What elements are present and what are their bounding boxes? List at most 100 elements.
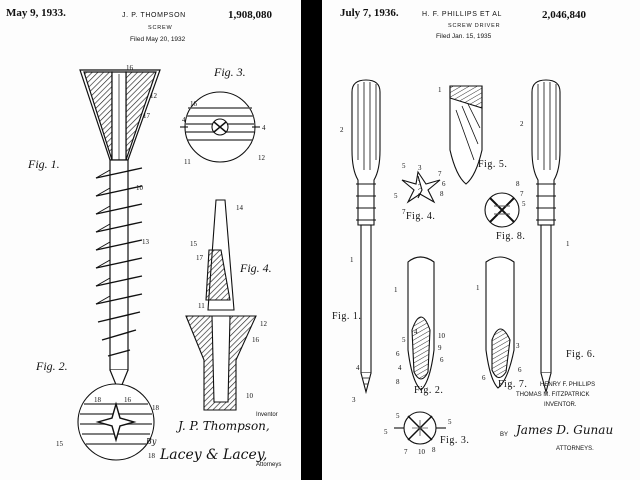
svg-text:12: 12 [260,320,268,328]
svg-text:1: 1 [476,284,480,292]
svg-text:13: 13 [142,238,150,246]
patent-date: May 9, 1933. [6,7,66,19]
svg-text:4: 4 [398,364,402,372]
svg-text:16: 16 [252,336,260,344]
figure-label-2: Fig. 2. [36,359,68,373]
screwdriver-fig6: 2 1 [520,79,570,395]
figure-label-5: Fig. 5. [478,159,508,170]
svg-text:11: 11 [184,158,191,166]
svg-text:5: 5 [448,418,452,426]
by-label: By [146,437,157,446]
screw-fig3-top-view: 16 4 4 11 12 [180,91,266,166]
patent-sheet-phillips: July 7, 1936. H. F. PHILLIPS ET AL 2,046… [322,0,640,480]
svg-text:2: 2 [520,120,524,128]
svg-text:1: 1 [350,256,354,264]
svg-text:6: 6 [442,180,446,188]
patent-subject: SCREW DRIVER [448,23,501,29]
svg-text:12: 12 [258,154,266,162]
attorneys-label: ATTORNEYS. [556,446,594,452]
svg-text:1: 1 [566,240,570,248]
patent-inventor: H. F. PHILLIPS ET AL [422,11,502,18]
svg-text:17: 17 [143,112,151,120]
svg-text:8: 8 [396,378,400,386]
svg-text:3: 3 [516,342,520,350]
svg-text:14: 14 [236,204,244,212]
svg-text:4: 4 [182,116,186,124]
patent-filed-date: Filed May 20, 1932 [130,36,186,43]
figure-label-3: Fig. 3. [214,65,246,79]
svg-text:11: 11 [198,302,205,310]
svg-text:6: 6 [396,350,400,358]
svg-text:18: 18 [94,396,102,404]
by-label: BY [500,432,509,438]
inventor-name-2: THOMAS M. FITZPATRICK [516,392,590,398]
patent-inventor: J. P. THOMPSON [122,12,186,19]
figure-label-1: Fig. 1. [332,311,362,322]
svg-text:1: 1 [438,86,442,94]
svg-text:7: 7 [404,448,408,456]
svg-text:16: 16 [124,396,132,404]
attorneys-label: Attorneys [256,462,282,468]
svg-text:4: 4 [262,124,266,132]
svg-text:6: 6 [440,356,444,364]
attorney-signature: James D. Gunau [516,423,614,437]
svg-text:7: 7 [402,208,406,216]
svg-text:3: 3 [418,164,422,172]
bit-fig8: 8 7 5 [484,180,526,228]
blade-fig5: 1 [438,85,483,185]
inventor-label: Inventor [256,412,278,418]
svg-text:15: 15 [56,440,64,448]
figure-label-1: Fig. 1. [28,157,60,171]
patent-sheet-thompson: May 9, 1933. J. P. THOMPSON 1,908,080 SC… [0,0,301,480]
svg-text:1: 1 [394,286,398,294]
screwdriver-fig1: 2 1 4 3 [340,79,381,404]
svg-text:6: 6 [482,374,486,382]
svg-text:5: 5 [384,428,388,436]
svg-text:8: 8 [432,446,436,454]
tip-fig7: 1 3 6 6 [476,256,522,389]
svg-text:7: 7 [438,170,442,178]
svg-text:8: 8 [516,180,520,188]
svg-text:9: 9 [438,344,442,352]
figure-label-6: Fig. 6. [566,349,596,360]
inventor-name-1: HENRY F. PHILLIPS [540,382,596,388]
screw-fig2-top-view: 18 16 18 15 18 [56,383,160,461]
bit-fig4: 5 3 7 6 8 5 7 [394,162,446,216]
figure-label-3: Fig. 3. [440,435,470,446]
patent-number: 1,908,080 [228,9,272,21]
svg-text:5: 5 [394,192,398,200]
figure-label-2: Fig. 2. [414,385,444,396]
svg-text:10: 10 [136,184,144,192]
tip-fig2: 1 4 10 5 6 9 6 4 8 [394,256,446,391]
svg-text:4: 4 [356,364,360,372]
svg-text:10: 10 [418,448,426,456]
svg-text:10: 10 [438,332,446,340]
bit-fig3: 5 5 5 7 10 8 [384,411,452,456]
screwdriver-drawings: 2 1 4 3 2 1 1 5 3 7 6 [340,79,570,456]
svg-text:18: 18 [148,452,156,460]
screw-fig1: 16 12 17 10 13 [79,64,161,394]
svg-text:15: 15 [190,240,198,248]
svg-text:16: 16 [190,100,198,108]
svg-text:3: 3 [352,396,356,404]
patent-number: 2,046,840 [542,9,586,21]
svg-text:8: 8 [440,190,444,198]
figure-label-4: Fig. 4. [406,211,436,222]
figure-label-7: Fig. 7. [498,379,528,390]
svg-text:5: 5 [402,336,406,344]
svg-text:5: 5 [396,412,400,420]
screw-drawings: 16 12 17 10 13 16 4 4 11 12 14 15 [56,64,268,461]
svg-text:18: 18 [152,404,160,412]
patent-filed-date: Filed Jan. 15, 1935 [436,33,492,40]
inventor-label: INVENTOR. [544,402,577,408]
svg-text:12: 12 [150,92,158,100]
svg-text:7: 7 [520,190,524,198]
patent-subject: SCREW [148,25,173,31]
svg-text:6: 6 [518,366,522,374]
svg-text:2: 2 [340,126,344,134]
svg-text:10: 10 [246,392,254,400]
figure-label-4: Fig. 4. [240,261,272,275]
svg-text:16: 16 [126,64,134,72]
inventor-signature: J. P. Thompson, [178,419,270,433]
attorney-signature: Lacey & Lacey, [160,447,268,463]
